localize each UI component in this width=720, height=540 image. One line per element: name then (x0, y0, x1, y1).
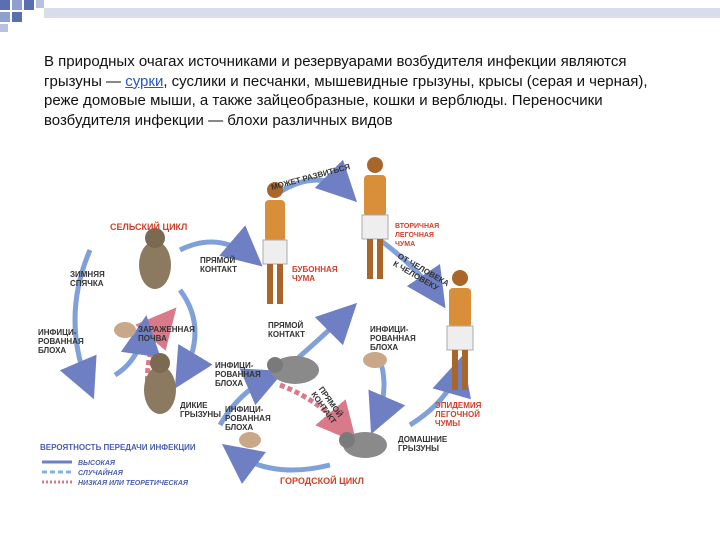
rural-cycle-label: СЕЛЬСКИЙ ЦИКЛ (110, 221, 187, 232)
rat-domestic-icon (339, 432, 387, 458)
body-text-part-2: , суслики и песчанки, мышевидные грызуны… (44, 72, 648, 129)
hibernation-label: ЗИМНЯЯ СПЯЧКА (70, 270, 107, 288)
domestic-rodents-label: ДОМАШНИЕ ГРЫЗУНЫ (398, 435, 450, 453)
body-text-part-1: В природных очагах источниками и резерву… (44, 53, 627, 90)
rat-urban-icon (267, 356, 319, 384)
transmission-legend: ВЕРОЯТНОСТЬ ПЕРЕДАЧИ ИНФЕКЦИИ ВЫСОКАЯ СЛ… (40, 443, 196, 487)
legend-label-high: ВЫСОКАЯ (78, 460, 116, 467)
transmission-arrows (59, 159, 471, 484)
legend-label-accidental: СЛУЧАЙНАЯ (78, 468, 124, 477)
infected-flea-label-2: ИНФИЦИ- РОВАННАЯ БЛОХА (215, 361, 263, 388)
contaminated-soil-label: ЗАРАЖЕННАЯ ПОЧВА (138, 325, 197, 343)
infected-flea-label-4: ИНФИЦИ- РОВАННАЯ БЛОХА (225, 405, 273, 432)
slide-body-text: В природных очагах источниками и резерву… (44, 52, 684, 130)
marmot-rural-icon (139, 228, 171, 289)
bubonic-label: БУБОННАЯ ЧУМА (292, 265, 340, 283)
urban-cycle-label: ГОРОДСКОЙ ЦИКЛ (280, 475, 364, 486)
infected-flea-label-1: ИНФИЦИ- РОВАННАЯ БЛОХА (38, 328, 86, 355)
human-to-human-label: ОТ ЧЕЛОВЕКА К ЧЕЛОВЕКУ (392, 251, 453, 297)
link-surki[interactable]: сурки (125, 72, 164, 90)
human-figure-secondary-pneumonic (361, 157, 389, 279)
human-figure-epidemic (446, 270, 474, 390)
legend-title: ВЕРОЯТНОСТЬ ПЕРЕДАЧИ ИНФЕКЦИИ (40, 443, 196, 452)
direct-contact-label-1: ПРЯМОЙ КОНТАКТ (200, 256, 238, 274)
infected-flea-label-3: ИНФИЦИ- РОВАННАЯ БЛОХА (370, 325, 418, 352)
epidemic-pneumonic-label: ЭПИДЕМИЯ ЛЕГОЧНОЙ ЧУМЫ (435, 401, 484, 428)
plague-transmission-diagram: СЕЛЬСКИЙ ЦИКЛ ГОРОДСКОЙ ЦИКЛ МОЖЕТ РАЗВИ… (38, 157, 484, 487)
secondary-pneumonic-label: ВТОРИЧНАЯ ЛЕГОЧНАЯ ЧУМА (395, 223, 441, 248)
direct-contact-label-2: ПРЯМОЙ КОНТАКТ (268, 321, 306, 339)
flea-icons (114, 322, 387, 448)
slide-decoration (0, 0, 720, 32)
marmot-wild-icon (144, 353, 176, 414)
human-figure-bubonic (262, 182, 288, 304)
wild-rodents-label: ДИКИЕ ГРЫЗУНЫ (180, 401, 221, 419)
legend-label-low: НИЗКАЯ ИЛИ ТЕОРЕТИЧЕСКАЯ (78, 480, 189, 487)
